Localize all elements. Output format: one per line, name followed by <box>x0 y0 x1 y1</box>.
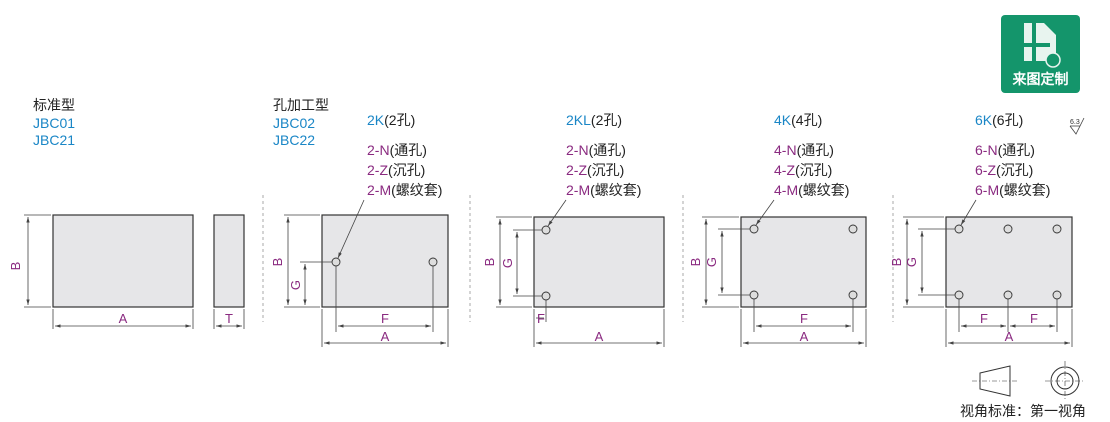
dim-b: B <box>8 262 23 271</box>
svg-text:A: A <box>800 329 809 344</box>
svg-text:B: B <box>688 258 703 267</box>
svg-text:B: B <box>482 258 497 267</box>
svg-text:G: G <box>904 257 919 267</box>
svg-text:G: G <box>500 258 515 268</box>
plate-4k: B G F A <box>688 199 867 347</box>
dim-t: T <box>225 311 233 326</box>
first-angle-projection-icon <box>972 361 1085 401</box>
svg-text:6-N(通孔): 6-N(通孔) <box>975 142 1035 158</box>
svg-text:6K(6孔): 6K(6孔) <box>975 112 1023 128</box>
svg-text:F: F <box>381 311 389 326</box>
svg-text:B: B <box>889 258 904 267</box>
standard-code: JBC01 <box>33 115 75 131</box>
standard-title: 标准型 <box>33 97 75 113</box>
svg-text:G: G <box>288 280 303 290</box>
svg-text:6.3: 6.3 <box>1070 119 1080 126</box>
projection-standard-label: 视角标准：第一视角 <box>960 403 1086 419</box>
surface-roughness-symbol: 6.3 <box>1069 117 1085 135</box>
svg-text:B: B <box>270 258 285 267</box>
standard-plate-side: T <box>213 214 245 329</box>
standard-code: JBC21 <box>33 132 75 148</box>
svg-text:A: A <box>1005 329 1014 344</box>
svg-text:2-M(螺纹套): 2-M(螺纹套) <box>367 182 442 198</box>
variant-labels-6k: 6K(6孔) 6-N(通孔) 6-Z(沉孔) 6-M(螺纹套) <box>975 112 1050 198</box>
svg-text:F: F <box>1030 311 1038 326</box>
svg-text:F: F <box>537 311 545 326</box>
svg-text:2KL(2孔): 2KL(2孔) <box>566 112 622 128</box>
svg-text:2-Z(沉孔): 2-Z(沉孔) <box>367 162 425 178</box>
svg-text:A: A <box>381 329 390 344</box>
variant-labels-4k: 4K(4孔) 4-N(通孔) 4-Z(沉孔) 4-M(螺纹套) <box>774 112 849 198</box>
plate-2k: B G F A <box>270 199 449 347</box>
svg-text:6-Z(沉孔): 6-Z(沉孔) <box>975 162 1033 178</box>
svg-text:2-N(通孔): 2-N(通孔) <box>367 142 427 158</box>
svg-text:4-M(螺纹套): 4-M(螺纹套) <box>774 182 849 198</box>
svg-text:G: G <box>704 257 719 267</box>
custom-drawing-logo[interactable]: 来图定制 <box>1001 15 1080 93</box>
svg-text:F: F <box>800 311 808 326</box>
plate-6k: B G F F A <box>889 199 1073 347</box>
hole-type-code: JBC02 <box>273 115 315 131</box>
svg-text:2-M(螺纹套): 2-M(螺纹套) <box>566 182 641 198</box>
svg-text:4K(4孔): 4K(4孔) <box>774 112 822 128</box>
svg-text:4-N(通孔): 4-N(通孔) <box>774 142 834 158</box>
svg-text:F: F <box>980 311 988 326</box>
svg-text:A: A <box>595 329 604 344</box>
variant-labels-2kl: 2KL(2孔) 2-N(通孔) 2-Z(沉孔) 2-M(螺纹套) <box>566 112 641 198</box>
svg-text:2-Z(沉孔): 2-Z(沉孔) <box>566 162 624 178</box>
svg-text:6-M(螺纹套): 6-M(螺纹套) <box>975 182 1050 198</box>
svg-text:4-Z(沉孔): 4-Z(沉孔) <box>774 162 832 178</box>
svg-text:2-N(通孔): 2-N(通孔) <box>566 142 626 158</box>
svg-text:2K(2孔): 2K(2孔) <box>367 112 415 128</box>
logo-text: 来图定制 <box>1012 71 1069 87</box>
dim-a: A <box>119 311 128 326</box>
plate-2kl: B G F A <box>482 199 665 347</box>
standard-plate-front: B A <box>8 214 194 329</box>
variant-labels-2k: 2K(2孔) 2-N(通孔) 2-Z(沉孔) 2-M(螺纹套) <box>367 112 442 198</box>
hole-type-title: 孔加工型 <box>273 97 329 113</box>
hole-type-code: JBC22 <box>273 132 315 148</box>
